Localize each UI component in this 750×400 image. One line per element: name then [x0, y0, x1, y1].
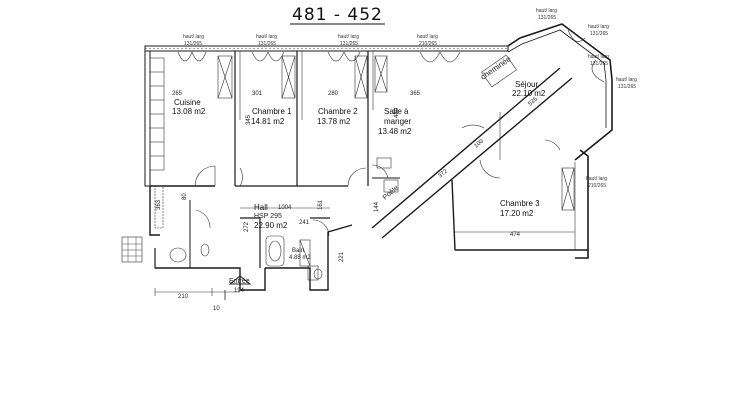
dim-365: 365 — [410, 91, 421, 97]
room-label-chambre-3: Chambre 3 — [500, 199, 540, 208]
window-label-3: haut/ larg 131/265 — [338, 34, 359, 47]
room-label-entree: Entrée — [229, 278, 250, 285]
dim-480: 480 — [394, 107, 400, 118]
window-label-5: haut/ larg 131/265 — [536, 8, 557, 21]
room-label-salle-a-manger-1: Salle à — [384, 107, 409, 116]
svg-text:210/265: 210/265 — [588, 183, 606, 189]
svg-text:haut/ larg: haut/ larg — [338, 34, 359, 40]
dim-10: 10 — [213, 306, 220, 312]
dim-272: 272 — [244, 221, 250, 232]
label-cheminee: cheminée — [479, 54, 513, 82]
room-area-bain: 4.88 m2 — [289, 255, 311, 261]
room-area-chambre-1: 14.81 m2 — [251, 117, 285, 126]
room-area-salle-a-manger: 13.48 m2 — [378, 127, 412, 136]
room-label-sejour: Séjour — [515, 80, 538, 89]
dim-210: 210 — [178, 294, 189, 300]
room-area-hall: 22.90 m2 — [254, 221, 288, 230]
svg-text:131/265: 131/265 — [618, 84, 636, 90]
dim-161: 161 — [318, 199, 324, 210]
dim-1004: 1004 — [278, 205, 292, 211]
fixtures — [121, 54, 517, 281]
dim-265: 265 — [172, 91, 183, 97]
room-label-cuisine: Cuisine — [174, 98, 201, 107]
dim-301: 301 — [252, 91, 263, 97]
window-label-2: haut/ larg 131/265 — [256, 34, 277, 47]
svg-text:131/265: 131/265 — [590, 61, 608, 67]
dim-80: 80 — [182, 193, 188, 200]
window-label-1: haut/ larg 131/265 — [183, 34, 204, 47]
svg-text:haut/ larg: haut/ larg — [183, 34, 204, 40]
room-label-chambre-1: Chambre 1 — [252, 107, 292, 116]
entree-width: 194 — [234, 288, 245, 294]
room-hsp-hall: HSP 295 — [254, 213, 282, 220]
dim-345: 345 — [246, 114, 252, 125]
dim-372: 372 — [437, 168, 449, 179]
svg-text:131/265: 131/265 — [184, 41, 202, 47]
window-label-6: haut/ larg 131/265 — [588, 24, 609, 37]
window-label-9: haut/ larg 131/265 — [588, 54, 609, 67]
window-label-4: haut/ larg 210/265 — [417, 34, 438, 47]
room-label-salle-a-manger-2: manger — [384, 117, 411, 126]
svg-text:haut/ larg: haut/ larg — [417, 34, 438, 40]
dim-241: 241 — [299, 220, 310, 226]
dim-535: 535 — [527, 96, 539, 107]
window-swings — [177, 29, 605, 83]
svg-text:haut/ larg: haut/ larg — [588, 54, 609, 60]
svg-text:haut/ larg: haut/ larg — [586, 176, 607, 182]
svg-text:131/265: 131/265 — [258, 41, 276, 47]
room-area-sejour: 22.10 m2 — [512, 89, 546, 98]
window-label-7: haut/ larg 131/265 — [616, 77, 637, 90]
dim-144: 144 — [374, 201, 380, 212]
dim-280: 280 — [328, 91, 339, 97]
interior-walls — [189, 51, 573, 268]
dim-363: 363 — [156, 199, 162, 210]
room-label-hall: Hall — [254, 203, 268, 212]
handwritten-label: 481 - 452 — [292, 5, 383, 25]
door-swings — [194, 124, 561, 237]
dimension-lines — [154, 207, 575, 296]
entrance-marker — [228, 275, 252, 285]
svg-text:131/265: 131/265 — [538, 15, 556, 21]
window-label-8: haut/ larg 210/265 — [586, 176, 607, 189]
dim-474: 474 — [510, 232, 521, 238]
room-label-chambre-2: Chambre 2 — [318, 107, 358, 116]
svg-text:haut/ larg: haut/ larg — [616, 77, 637, 83]
dim-221: 221 — [339, 251, 345, 262]
label-poele: Poêle — [382, 185, 400, 202]
room-area-chambre-2: 13.78 m2 — [317, 117, 351, 126]
svg-text:210/265: 210/265 — [419, 41, 437, 47]
svg-text:131/265: 131/265 — [590, 31, 608, 37]
dim-100: 100 — [473, 138, 485, 149]
room-area-cuisine: 13.08 m2 — [172, 107, 206, 116]
closets — [149, 55, 575, 267]
room-area-chambre-3: 17.20 m2 — [500, 209, 534, 218]
svg-text:haut/ larg: haut/ larg — [588, 24, 609, 30]
svg-text:haut/ larg: haut/ larg — [256, 34, 277, 40]
svg-text:131/265: 131/265 — [340, 41, 358, 47]
svg-text:haut/ larg: haut/ larg — [536, 8, 557, 14]
outer-walls — [144, 23, 613, 291]
room-label-bain: Bain — [292, 248, 304, 254]
